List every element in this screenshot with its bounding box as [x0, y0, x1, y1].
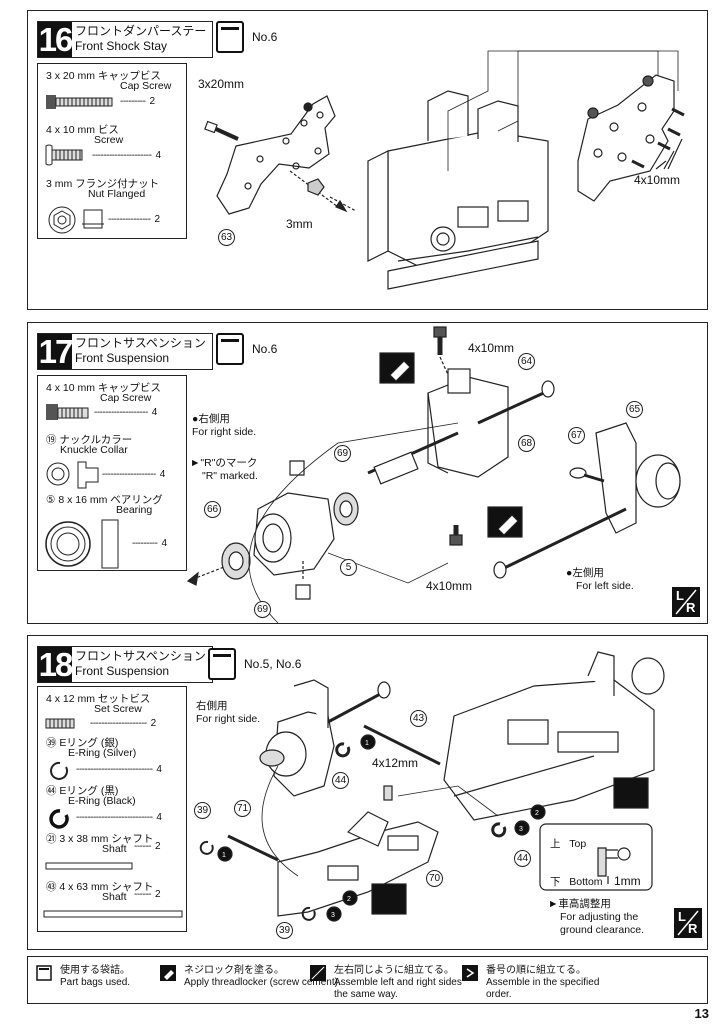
bag-number: No.6 — [252, 342, 278, 356]
part-ref-39: 39 — [276, 922, 293, 939]
bag-number: No.5, No.6 — [244, 657, 302, 671]
bag-number: No.6 — [252, 30, 278, 44]
step-header: 18 フロントサスペンション Front Suspension — [37, 646, 213, 683]
left-right-icon: L R — [672, 587, 700, 617]
part-item: 3 mm フランジ付ナット Nut Flanged --------------… — [38, 176, 186, 238]
order-marker: 2 — [347, 896, 351, 903]
part-ref-44: 44 — [514, 850, 531, 867]
note-r-mark: ►"R"のマーク "R" marked. — [190, 457, 258, 482]
page-number: 13 — [694, 1006, 709, 1021]
part-ref-71: 71 — [234, 800, 251, 817]
step-title-jp: フロントダンパーステー — [75, 24, 207, 38]
shaft-icon — [43, 910, 183, 918]
bag-icon — [216, 21, 244, 53]
set-screw-icon — [45, 718, 75, 729]
part-ref-63: 63 — [218, 229, 235, 246]
step-number: 17 — [38, 332, 73, 370]
step-18-panel: 18 フロントサスペンション Front Suspension No.5, No… — [27, 635, 708, 950]
shaft-icon — [45, 862, 133, 870]
shock-stay-diagram — [204, 50, 685, 290]
flanged-nut-icon — [48, 206, 104, 234]
cap-screw-icon — [46, 404, 89, 420]
step-title-en: Front Shock Stay — [75, 39, 168, 53]
label-bottom: 下 Bottom — [550, 876, 603, 888]
callout-screw-size: 4x10mm — [634, 173, 681, 187]
label-top: 上 Top — [550, 838, 587, 850]
part-item: ⑲ ナックルカラー Knuckle Collar ---------------… — [38, 432, 186, 490]
step-16-panel: 16 フロントダンパーステー Front Shock Stay No.6 3 x… — [27, 10, 708, 310]
left-right-icon — [310, 965, 326, 981]
part-ref-67: 67 — [568, 427, 585, 444]
step-17-panel: 17 フロントサスペンション Front Suspension No.6 4 x… — [27, 322, 708, 624]
left-right-icon: L R — [674, 908, 702, 938]
part-item: 4 x 12 mm セットビス Set Screw --------------… — [38, 691, 186, 733]
part-ref-64: 64 — [518, 353, 535, 370]
part-ref-66: 66 — [204, 501, 221, 518]
order-icon — [462, 965, 478, 981]
part-item: ⑤ 8 x 16 mm ベアリング Bearing ---------4 — [38, 492, 186, 570]
step-number: 16 — [38, 20, 73, 58]
note-left-side: ●左側用 For left side. — [566, 567, 634, 592]
cap-screw-icon — [46, 95, 113, 109]
parts-list: 4 x 12 mm セットビス Set Screw --------------… — [37, 686, 187, 932]
part-bag-indicator: No.6 — [216, 21, 277, 53]
part-item: ㊴ Eリング (銀) E-Ring (Silver) -------------… — [38, 735, 186, 781]
part-ref-44: 44 — [332, 772, 349, 789]
bag-icon — [36, 965, 52, 981]
part-item: ㊸ 4 x 63 mm シャフト Shaft ------2 — [38, 879, 186, 931]
bag-icon — [216, 333, 244, 365]
part-ref-5: 5 — [340, 559, 357, 576]
part-bag-indicator: No.6 — [216, 333, 277, 365]
part-item: 4 x 10 mm キャップビス Cap Screw -------------… — [38, 380, 186, 430]
callout-screw-size: 4x12mm — [372, 756, 419, 770]
order-marker: 1 — [222, 852, 226, 859]
note-right-side: 右側用 For right side. — [196, 700, 261, 725]
step-header: 16 フロントダンパーステー Front Shock Stay — [37, 20, 214, 58]
e-ring-silver-icon — [50, 761, 69, 780]
step-title-jp: フロントサスペンション — [75, 336, 206, 350]
knuckle-collar-icon — [46, 461, 99, 489]
order-marker: 3 — [331, 912, 335, 919]
part-item: ㊹ Eリング (黒) E-Ring (Black) --------------… — [38, 783, 186, 829]
parts-list: 3 x 20 mm キャップビス Cap Screw ---------2 4 … — [37, 63, 187, 239]
step-header: 17 フロントサスペンション Front Suspension — [37, 333, 213, 370]
order-marker: 1 — [365, 740, 369, 747]
e-ring-black-icon — [49, 809, 69, 829]
part-item: 4 x 10 mm ビス Screw ---------------------… — [38, 122, 186, 174]
parts-list: 4 x 10 mm キャップビス Cap Screw -------------… — [37, 375, 187, 571]
callout-screw-size: 4x10mm — [468, 341, 515, 355]
part-ref-70: 70 — [426, 870, 443, 887]
suspension-arm-diagram: 1 1 2 3 2 3 — [199, 651, 665, 922]
part-ref-68: 68 — [518, 435, 535, 452]
note-ground-clearance: ►車高調整用 For adjusting the ground clearanc… — [548, 898, 645, 936]
step-title-en: Front Suspension — [75, 664, 170, 678]
threadlocker-icon — [160, 965, 176, 981]
screw-icon — [45, 144, 83, 166]
part-item: 3 x 20 mm キャップビス Cap Screw ---------2 — [38, 68, 186, 120]
callout-nut-size: 3mm — [286, 217, 313, 231]
callout-screw-size: 3x20mm — [198, 77, 245, 91]
part-bag-indicator: No.5, No.6 — [208, 648, 301, 680]
note-right-side: ●右側用 For right side. — [192, 413, 257, 438]
order-marker: 2 — [535, 810, 539, 817]
legend-bar: 使用する袋詰。Part bags used. ネジロック剤を塗る。Apply t… — [27, 956, 708, 1004]
callout-screw-size: 4x10mm — [426, 579, 473, 593]
gap-measurement: 1mm — [614, 874, 641, 888]
bag-icon — [208, 648, 236, 680]
part-ref-39: 39 — [194, 802, 211, 819]
step-number: 18 — [38, 645, 73, 683]
part-item: ㉑ 3 x 38 mm シャフト Shaft ------2 — [38, 831, 186, 877]
front-suspension-diagram — [186, 326, 681, 624]
part-ref-69: 69 — [334, 445, 351, 462]
order-marker: 3 — [519, 826, 523, 833]
part-ref-43: 43 — [410, 710, 427, 727]
step-title-jp: フロントサスペンション — [75, 649, 206, 663]
bearing-icon — [45, 519, 119, 569]
step-title-en: Front Suspension — [75, 351, 170, 365]
part-ref-65: 65 — [626, 401, 643, 418]
part-ref-69: 69 — [254, 601, 271, 618]
